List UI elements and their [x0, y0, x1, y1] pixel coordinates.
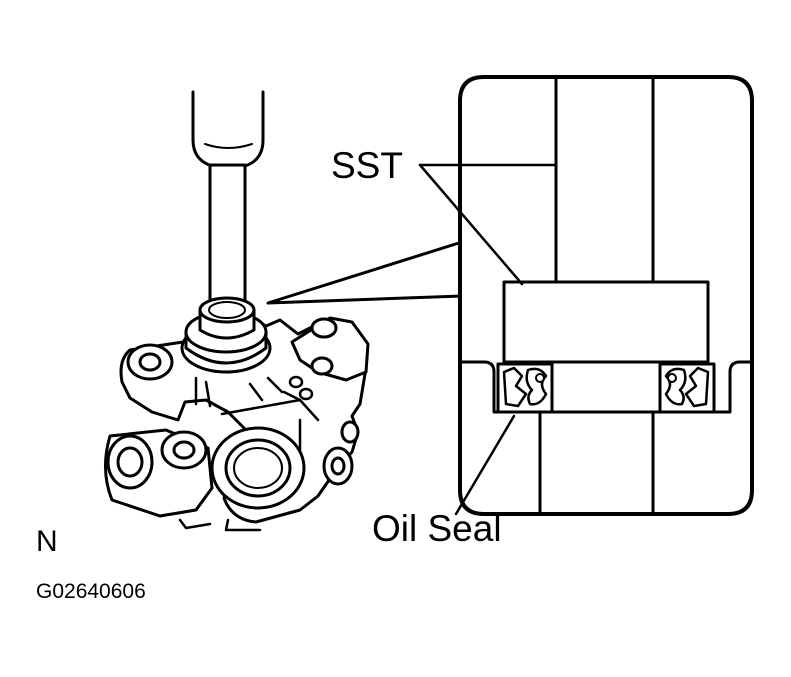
figure-code-label: G02640606: [36, 580, 146, 603]
oil-seal-leader-line: [454, 414, 516, 516]
callout-pointer: [266, 240, 464, 305]
inset-oil-seal-right: [658, 362, 716, 414]
sst-tool-handle: [191, 90, 265, 168]
inset-sst-driver: [502, 76, 710, 364]
view-letter-label: N: [36, 525, 58, 558]
inset-oil-seal-left: [496, 362, 554, 414]
oil-seal-label: Oil Seal: [372, 508, 502, 549]
sst-label: SST: [331, 145, 403, 186]
sst-tool-shaft: [208, 163, 247, 312]
pump-body: [103, 296, 370, 532]
sst-leader-lines: [418, 163, 556, 286]
inset-pump-housing: [460, 360, 754, 514]
